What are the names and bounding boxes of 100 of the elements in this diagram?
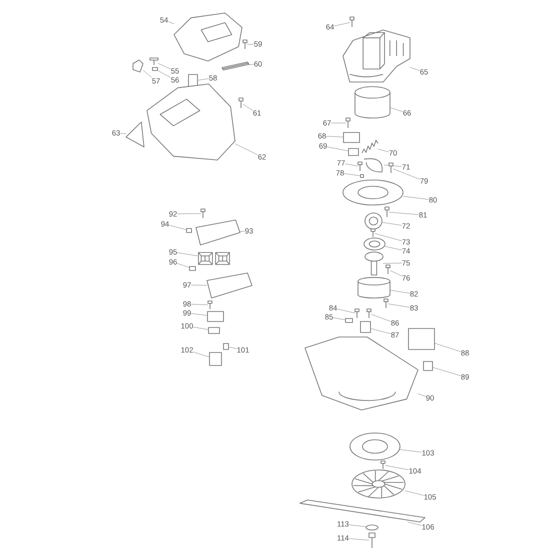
leader-line [326, 146, 348, 152]
screw-drawing [389, 163, 393, 173]
leader-line [370, 314, 392, 322]
blade-drawing [300, 500, 425, 522]
leader-line [168, 224, 186, 230]
screw-drawing [369, 533, 375, 548]
housing-drawing [147, 84, 235, 160]
bracket-drawing [343, 30, 410, 82]
screw-drawing [355, 309, 359, 318]
leader-line [242, 104, 254, 111]
screw-drawing [386, 265, 390, 274]
leader-line [246, 44, 254, 45]
part-block-drawing [207, 311, 224, 322]
part-block-drawing [223, 343, 229, 350]
leader-line [418, 393, 426, 397]
block-pair-drawing [198, 252, 230, 265]
leader-line [193, 326, 208, 330]
leader-line [190, 284, 208, 286]
leader-line [390, 270, 402, 276]
leader-line [234, 143, 258, 156]
plate-drawing [196, 220, 240, 245]
screw-drawing [201, 209, 205, 218]
part-block-drawing [208, 327, 220, 334]
leader-line [168, 21, 174, 24]
leader-line [390, 107, 404, 112]
leader-line [334, 22, 350, 26]
screw-drawing [346, 118, 350, 128]
spindle-drawing [365, 252, 383, 275]
screw-drawing [371, 229, 375, 237]
leader-line [190, 313, 208, 316]
leader-line [402, 196, 430, 200]
leader-line [348, 538, 370, 540]
spring-drawing [362, 141, 378, 153]
leader-line [248, 64, 254, 66]
leader-line [407, 522, 422, 526]
leader-line [410, 67, 420, 71]
screw-drawing [208, 301, 212, 309]
ring-drawing [364, 238, 385, 250]
screw-drawing [358, 162, 362, 171]
leader-line [344, 173, 360, 176]
part-block-drawing [348, 148, 359, 156]
triangle-plate-drawing [126, 122, 144, 147]
leader-line [198, 78, 210, 80]
part-block-drawing [186, 228, 192, 233]
leader-line [404, 490, 424, 496]
part-block-drawing [209, 352, 222, 366]
screw-drawing [367, 309, 371, 318]
cylinder-part-drawing [358, 277, 390, 298]
leader-line [370, 328, 392, 334]
screw-drawing [243, 40, 247, 49]
ring-drawing [343, 180, 403, 205]
screw-drawing [239, 98, 243, 108]
leader-line [176, 263, 190, 268]
leader-line [344, 164, 358, 166]
plate-drawing [207, 273, 252, 298]
part-block-drawing [360, 321, 371, 333]
part-block-drawing [360, 174, 364, 178]
ring-drawing [350, 433, 400, 460]
leader-line [382, 262, 402, 264]
leader-line [332, 317, 346, 320]
band-drawing [364, 156, 384, 172]
part-block-drawing [345, 318, 353, 323]
leader-line [388, 212, 420, 215]
leader-line [336, 308, 356, 314]
leader-line [193, 352, 210, 358]
leader-line [326, 136, 344, 138]
screw-drawing [384, 299, 388, 308]
leader-line [384, 465, 409, 470]
leader-line [390, 290, 410, 294]
leader-line [378, 148, 390, 152]
leader-line [190, 304, 208, 306]
screw-drawing [381, 461, 385, 469]
rod-drawing [222, 62, 249, 70]
clip-drawing [133, 60, 143, 72]
screw-drawing [150, 58, 158, 65]
leader-line [434, 343, 462, 352]
leader-line [176, 213, 202, 214]
leader-line [388, 304, 410, 308]
leader-line [228, 346, 237, 349]
base-housing-drawing [305, 337, 418, 410]
cylinder-part-drawing [355, 86, 390, 118]
part-block-drawing [408, 328, 435, 350]
leader-line [348, 524, 366, 528]
ring-drawing [365, 213, 382, 229]
leader-line [374, 233, 402, 242]
leader-line [142, 70, 152, 78]
screw-drawing [350, 17, 354, 27]
leader-line [392, 168, 420, 180]
leader-line [400, 449, 422, 452]
fan-drawing [352, 470, 405, 498]
leader-line [384, 246, 402, 250]
screw-drawing [385, 207, 389, 217]
part-block-drawing [189, 266, 196, 271]
leader-line [158, 63, 172, 70]
leader-line [384, 164, 402, 167]
part-block-drawing [152, 67, 158, 71]
leader-line [120, 133, 126, 134]
leader-line [432, 367, 462, 376]
washer-drawing [366, 525, 378, 530]
part-block-drawing [423, 361, 433, 371]
